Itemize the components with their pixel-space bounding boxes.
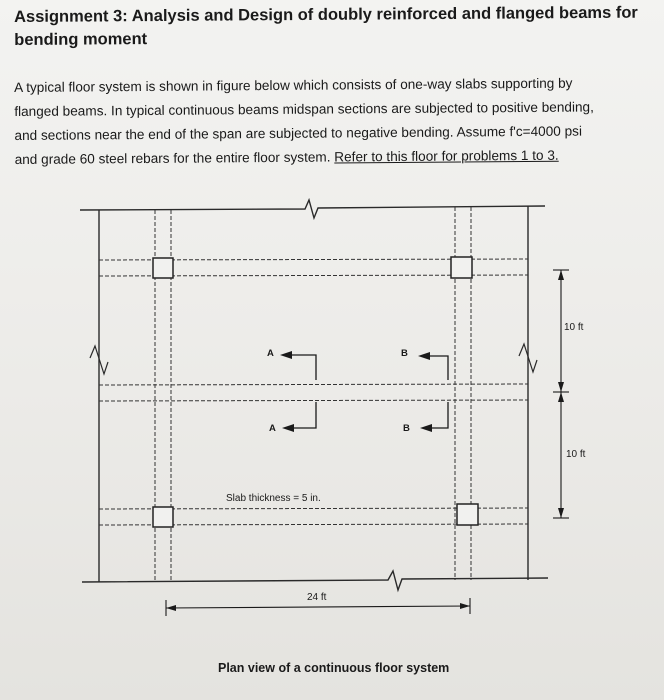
section-a-label-bottom: A: [269, 423, 276, 434]
problem-reference: Refer to this floor for problems 1 to 3.: [334, 147, 559, 165]
dimension-upper-label: 10 ft: [564, 322, 584, 333]
dimension-lower-label: 10 ft: [566, 449, 586, 460]
heading-line-2: bending moment: [14, 30, 148, 49]
column-top-right: [450, 256, 473, 279]
floor-plan-drawing: [79, 197, 569, 616]
assignment-heading: Assignment 3: Analysis and Design of dou…: [14, 2, 644, 52]
right-break-mark: [518, 342, 538, 374]
horizontal-beams: [98, 258, 529, 526]
section-b-arrows: [418, 352, 432, 432]
vertical-girders: [154, 207, 472, 582]
section-b-cut: [424, 355, 449, 429]
left-break-mark: [89, 344, 109, 376]
problem-description: A typical floor system is shown in figur…: [14, 71, 655, 172]
span-dimension-label: 24 ft: [307, 592, 327, 603]
column-bottom-left: [152, 506, 174, 528]
bottom-slab-edge: [81, 569, 549, 593]
column-top-left: [152, 257, 174, 279]
vertical-dimension-arrows: [558, 270, 564, 518]
slab-thickness-note: Slab thickness = 5 in.: [226, 493, 321, 504]
horizontal-dimension-arrows: [166, 603, 470, 611]
body-line-4-text: and grade 60 steel rebars for the entire…: [14, 149, 335, 167]
section-a-cut: [286, 354, 317, 429]
body-line-4: and grade 60 steel rebars for the entire…: [15, 143, 655, 172]
section-a-arrows: [280, 351, 294, 432]
section-b-label-bottom: B: [403, 423, 410, 434]
column-bottom-right: [456, 503, 479, 526]
section-b-label-top: B: [401, 348, 408, 359]
section-a-label-top: A: [267, 348, 274, 359]
top-slab-edge: [79, 197, 546, 221]
heading-line-1: Assignment 3: Analysis and Design of dou…: [14, 3, 638, 26]
figure-caption: Plan view of a continuous floor system: [218, 661, 450, 675]
